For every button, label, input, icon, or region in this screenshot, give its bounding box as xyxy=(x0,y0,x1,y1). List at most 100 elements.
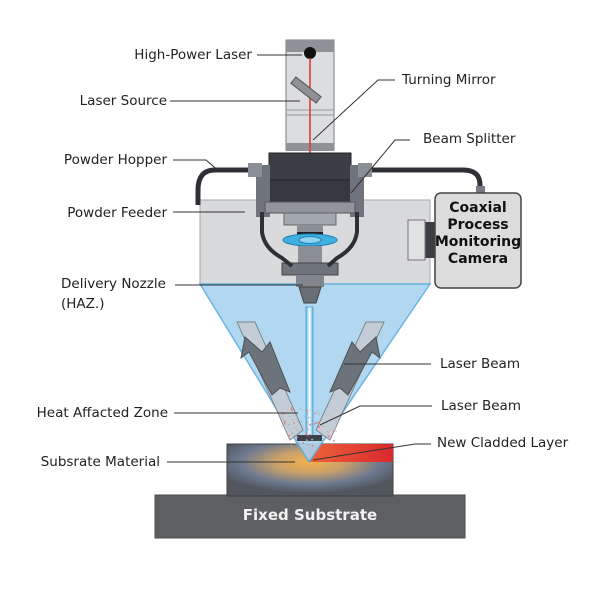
camera-label-line-4: Camera xyxy=(447,251,509,267)
powder-particle xyxy=(318,426,321,428)
powder-particle xyxy=(306,440,308,442)
label-laser-beam-1: Laser Beam xyxy=(440,356,520,372)
powder-particle xyxy=(314,412,317,415)
splitter-connector-right xyxy=(358,163,372,177)
powder-particle xyxy=(287,423,290,426)
nozzle-body xyxy=(296,275,324,287)
beam-splitter-top xyxy=(268,152,352,184)
powder-particle xyxy=(283,422,286,425)
powder-particle xyxy=(314,424,316,426)
powder-particle xyxy=(306,426,308,428)
powder-particle xyxy=(326,423,328,425)
nozzle-cone xyxy=(298,286,322,304)
powder-particle xyxy=(335,430,337,432)
powder-particle xyxy=(290,407,293,409)
powder-particle xyxy=(309,423,312,426)
powder-particle xyxy=(317,422,320,424)
label-laser-source: Laser Source xyxy=(79,93,167,109)
powder-tube-right xyxy=(326,212,359,268)
fixed-substrate-label: Fixed Substrate xyxy=(242,506,378,524)
powder-hopper-hose-left xyxy=(195,167,258,205)
powder-particle xyxy=(288,437,290,440)
powder-particle xyxy=(309,433,311,436)
powder-tube-left xyxy=(260,212,294,268)
label-heat-affected-zone: Heat Affacted Zone xyxy=(36,405,168,421)
powder-particle xyxy=(300,408,301,410)
powder-particle xyxy=(296,443,298,445)
powder-particle xyxy=(306,428,309,430)
camera-label-line-3: Monitoring xyxy=(434,234,522,250)
powder-particle xyxy=(305,432,308,435)
powder-particle xyxy=(292,427,294,429)
powder-particle xyxy=(327,414,330,416)
label-delivery-nozzle: Delivery Nozzle xyxy=(61,276,166,292)
powder-particle xyxy=(301,420,303,422)
powder-particle xyxy=(315,422,317,424)
camera-hose xyxy=(365,167,483,193)
powder-particle xyxy=(314,432,316,434)
powder-particle xyxy=(308,423,310,425)
powder-particle xyxy=(295,416,298,418)
powder-particle xyxy=(325,412,327,414)
powder-particle xyxy=(311,423,313,425)
label-substrate-material: Subsrate Material xyxy=(40,454,160,470)
powder-particle xyxy=(318,440,320,442)
powder-particle xyxy=(335,427,337,428)
powder-particle xyxy=(328,435,331,438)
powder-particle xyxy=(309,428,310,430)
powder-particle xyxy=(293,422,295,424)
leader-lines xyxy=(167,54,432,463)
new-cladded-layer xyxy=(300,444,393,462)
label-beam-splitter: Beam Splitter xyxy=(423,131,516,147)
powder-particle xyxy=(305,409,308,412)
label-powder-feeder: Powder Feeder xyxy=(67,205,167,221)
powder-particle xyxy=(311,444,314,447)
powder-particle xyxy=(302,442,305,444)
camera-label-line-1: Coaxial xyxy=(449,200,507,216)
powder-particle xyxy=(284,420,286,423)
powder-particle xyxy=(316,411,318,413)
powder-particle xyxy=(318,410,320,412)
powder-particle xyxy=(304,428,307,430)
powder-particle xyxy=(312,420,314,422)
powder-particle xyxy=(294,427,297,429)
powder-particle xyxy=(311,417,313,420)
camera-mount xyxy=(407,219,426,261)
powder-particle xyxy=(332,430,335,433)
powder-particle xyxy=(294,440,297,443)
powder-particle xyxy=(306,443,309,446)
powder-particle xyxy=(290,444,293,447)
powder-particle xyxy=(290,408,292,410)
powder-particle xyxy=(321,431,323,433)
powder-particle xyxy=(316,421,318,423)
powder-particle xyxy=(291,419,293,421)
powder-particle xyxy=(311,438,314,441)
powder-particle xyxy=(307,413,309,415)
powder-particle xyxy=(305,421,308,424)
powder-particle xyxy=(288,415,291,418)
powder-arrow-right xyxy=(329,336,381,396)
powder-particle xyxy=(327,435,330,437)
powder-particle xyxy=(331,429,333,431)
label-powder-hopper: Powder Hopper xyxy=(63,152,167,168)
powder-particle xyxy=(296,436,299,439)
powder-particle xyxy=(282,416,284,418)
powder-particle xyxy=(312,408,314,410)
nozzle-lower xyxy=(298,246,322,266)
focusing-lens-center xyxy=(298,236,322,244)
powder-particle xyxy=(322,426,324,428)
powder-particle xyxy=(285,441,287,442)
powder-particle xyxy=(326,430,329,433)
nozzle-upper xyxy=(283,212,337,226)
powder-particle xyxy=(291,432,293,434)
camera-label-line-2: Process xyxy=(447,217,509,233)
powder-particle xyxy=(309,409,311,411)
powder-particle xyxy=(333,439,335,442)
laser-source-dot xyxy=(304,47,316,59)
powder-particle xyxy=(296,420,299,422)
nozzle-tip xyxy=(297,435,322,441)
powder-particle xyxy=(331,420,333,422)
label-turning-mirror: Turning Mirror xyxy=(402,72,496,88)
label-laser-beam-2: Laser Beam xyxy=(441,398,521,414)
